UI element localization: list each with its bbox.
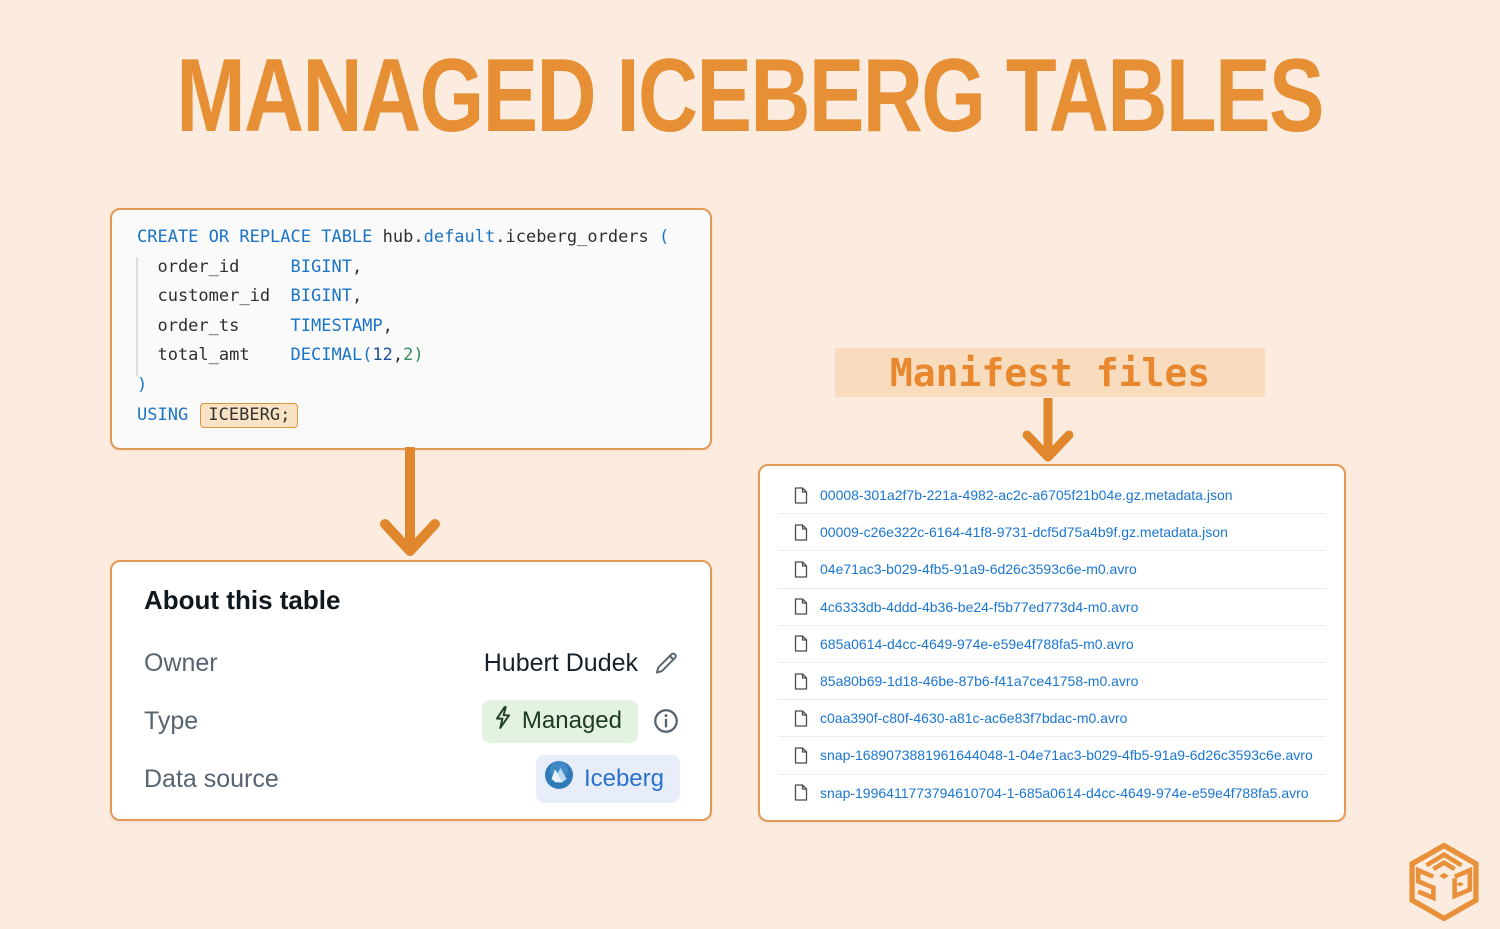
iceberg-source-badge: Iceberg — [535, 755, 680, 803]
code-line: total_amt DECIMAL(12,2) — [137, 345, 424, 366]
managed-type-badge: Managed — [481, 699, 638, 743]
file-document-icon — [794, 747, 808, 764]
file-list-item[interactable]: 4c6333db-4ddd-4b36-be24-f5b77ed773d4-m0.… — [778, 589, 1326, 626]
type-label: Type — [144, 706, 199, 735]
file-list-item[interactable]: snap-1996411773794610704-1-685a0614-d4cc… — [778, 775, 1326, 811]
indent-guide — [136, 257, 138, 376]
file-document-icon — [794, 486, 808, 504]
file-document-icon — [794, 635, 808, 652]
data-source-row: Data source Iceberg — [144, 750, 680, 808]
data-source-value: Iceberg — [583, 764, 664, 792]
file-document-icon — [794, 710, 808, 727]
code-line: ) — [137, 374, 148, 395]
file-name-link[interactable]: snap-1689073881961644048-1-04e71ac3-b029… — [820, 747, 1313, 764]
about-card-title: About this table — [144, 585, 341, 615]
about-rows: Owner Hubert Dudek Type — [144, 634, 680, 808]
down-arrow-icon — [380, 447, 440, 556]
code-line: USING ICEBERG; — [137, 401, 700, 431]
code-line: order_ts TIMESTAMP, — [137, 315, 393, 336]
file-document-icon — [794, 561, 808, 578]
code-line: CREATE OR REPLACE TABLE hub.default.iceb… — [137, 227, 670, 247]
file-name-link[interactable]: snap-1996411773794610704-1-685a0614-d4cc… — [820, 784, 1309, 801]
sql-code-body: CREATE OR REPLACE TABLE hub.default.iceb… — [112, 210, 710, 440]
manifest-file-list: 00008-301a2f7b-221a-4982-ac2c-a6705f21b0… — [760, 466, 1344, 811]
file-document-icon — [794, 672, 808, 690]
data-source-label: Data source — [144, 764, 279, 793]
file-list-item[interactable]: snap-1689073881961644048-1-04e71ac3-b029… — [778, 737, 1326, 775]
type-row: Type Managed — [144, 692, 680, 750]
pencil-edit-icon[interactable] — [652, 649, 680, 677]
manifest-files-label: Manifest files — [835, 348, 1265, 397]
lightning-bolt-icon — [494, 705, 512, 736]
file-list-item[interactable]: c0aa390f-c80f-4630-a81c-ac6e83f7bdac-m0.… — [778, 700, 1326, 738]
code-line: customer_id BIGINT, — [137, 286, 363, 307]
file-name-link[interactable]: 00008-301a2f7b-221a-4982-ac2c-a6705f21b0… — [820, 487, 1233, 504]
file-name-link[interactable]: 685a0614-d4cc-4649-974e-e59e4f788fa5-m0.… — [820, 635, 1134, 652]
file-list-item[interactable]: 685a0614-d4cc-4649-974e-e59e4f788fa5-m0.… — [778, 626, 1326, 663]
owner-value: Hubert Dudek — [483, 648, 638, 677]
file-document-icon — [794, 784, 808, 801]
owner-row: Owner Hubert Dudek — [144, 634, 680, 692]
file-list-item[interactable]: 00008-301a2f7b-221a-4982-ac2c-a6705f21b0… — [778, 477, 1326, 515]
file-name-link[interactable]: 04e71ac3-b029-4fb5-91a9-6d26c3593c6e-m0.… — [820, 561, 1137, 578]
page-title-wrap: MANAGED ICEBERG TABLES — [0, 44, 1500, 148]
sql-code-lines: CREATE OR REPLACE TABLE hub.default.iceb… — [137, 223, 700, 430]
file-list-item[interactable]: 00009-c26e322c-6164-41f8-9731-dcf5d75a4b… — [778, 514, 1326, 552]
file-list-item[interactable]: 04e71ac3-b029-4fb5-91a9-6d26c3593c6e-m0.… — [778, 551, 1326, 589]
code-line: order_id BIGINT, — [137, 256, 363, 277]
file-document-icon — [794, 598, 808, 615]
file-list-item[interactable]: 85a80b69-1d18-46be-87b6-f41a7ce41758-m0.… — [778, 663, 1326, 701]
type-value: Managed — [521, 706, 622, 734]
info-icon[interactable] — [652, 707, 680, 735]
iceberg-logo-icon — [544, 760, 574, 797]
brand-cube-logo — [1409, 842, 1479, 922]
sql-code-card: CREATE OR REPLACE TABLE hub.default.iceb… — [110, 208, 712, 450]
file-document-icon — [794, 524, 808, 541]
about-table-card: About this table Owner Hubert Dudek Type — [110, 560, 712, 821]
owner-label: Owner — [144, 648, 218, 677]
file-name-link[interactable]: 4c6333db-4ddd-4b36-be24-f5b77ed773d4-m0.… — [820, 598, 1139, 615]
down-arrow-icon — [1022, 398, 1074, 462]
file-name-link[interactable]: 85a80b69-1d18-46be-87b6-f41a7ce41758-m0.… — [820, 673, 1139, 690]
manifest-files-card: 00008-301a2f7b-221a-4982-ac2c-a6705f21b0… — [758, 464, 1346, 822]
page-title: MANAGED ICEBERG TABLES — [176, 38, 1325, 154]
file-name-link[interactable]: 00009-c26e322c-6164-41f8-9731-dcf5d75a4b… — [820, 524, 1228, 541]
file-name-link[interactable]: c0aa390f-c80f-4630-a81c-ac6e83f7bdac-m0.… — [820, 710, 1128, 727]
